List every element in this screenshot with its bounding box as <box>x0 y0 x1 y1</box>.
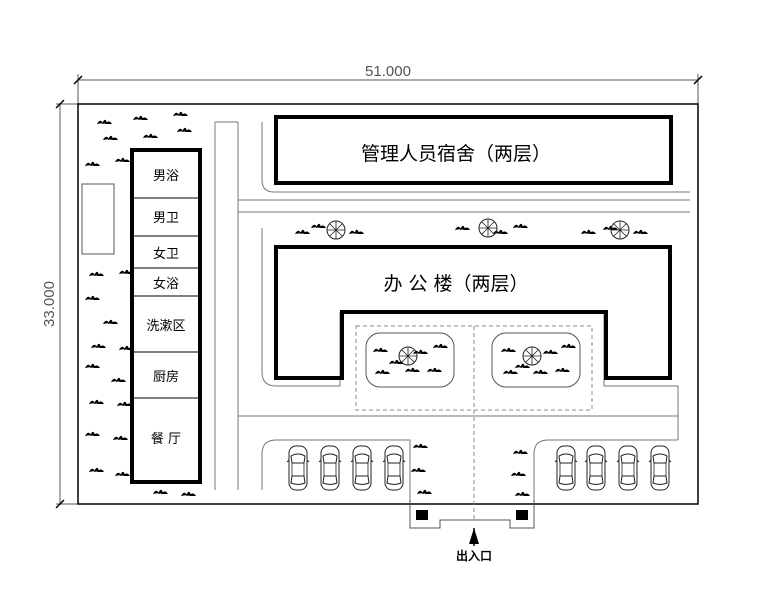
shrub-icon <box>432 340 449 349</box>
room-kitchen: 厨房 <box>153 369 179 385</box>
shrub-icon <box>410 464 427 473</box>
car-icon <box>350 445 374 491</box>
room-dining-hall: 餐 厅 <box>151 431 181 447</box>
dormitory-building: 管理人员宿舍（两层） <box>274 115 673 185</box>
height-dimension-label: 33.000 <box>41 281 58 327</box>
shrub-icon <box>84 292 101 301</box>
shrub-icon <box>416 486 433 495</box>
tree-icon <box>522 346 542 366</box>
parking-cars <box>286 445 672 491</box>
shrub-icon <box>152 486 169 495</box>
dormitory-label: 管理人员宿舍（两层） <box>361 143 551 165</box>
car-icon <box>584 445 608 491</box>
tree-icon <box>398 346 418 366</box>
shrub-icon <box>88 396 105 405</box>
shrub-icon <box>500 344 517 353</box>
entrance-arrow-icon <box>469 528 479 546</box>
shrub-icon <box>84 428 101 437</box>
room-womens-bath: 女浴 <box>153 276 179 292</box>
shrub-icon <box>112 432 129 441</box>
shrub-icon <box>310 220 327 229</box>
shrub-icon <box>412 440 429 449</box>
planter-right <box>491 332 581 388</box>
shrub-icon <box>110 374 127 383</box>
shrub-icon <box>372 344 389 353</box>
room-washroom: 洗漱区 <box>146 319 185 334</box>
shrub-icon <box>512 220 529 229</box>
shrub-icon <box>84 360 101 369</box>
shrub-icon <box>114 468 131 477</box>
shrub-icon <box>88 464 105 473</box>
shrub-icon <box>632 226 649 235</box>
shrub-icon <box>180 488 197 497</box>
shrub-icon <box>510 468 527 477</box>
car-icon <box>554 445 578 491</box>
shrub-icon <box>90 340 107 349</box>
shrub-icon <box>542 346 559 355</box>
shrub-icon <box>102 316 119 325</box>
shrub-icon <box>454 222 471 231</box>
office-building: 办 公 楼（两层） <box>274 245 672 380</box>
office-label: 办 公 楼（两层） <box>383 273 528 295</box>
room-mens-toilet: 男卫 <box>153 211 179 226</box>
shrub-icon <box>176 124 193 133</box>
shrub-icon <box>374 366 391 375</box>
room-mens-bath: 男浴 <box>153 169 179 184</box>
small-structure <box>81 183 115 255</box>
shrub-icon <box>114 154 131 163</box>
width-dimension-label: 51.000 <box>365 63 411 80</box>
shrub-icon <box>532 366 549 375</box>
shrub-icon <box>96 116 113 125</box>
gate-post-icon <box>416 510 528 520</box>
height-dimension: 33.000 <box>41 99 78 509</box>
shrub-icon <box>580 226 597 235</box>
tree-icon <box>478 218 498 238</box>
shrub-icon <box>132 112 149 121</box>
shrub-icon <box>84 158 101 167</box>
car-icon <box>286 445 310 491</box>
shrub-icon <box>512 446 529 455</box>
car-icon <box>616 445 640 491</box>
shrub-icon <box>102 132 119 141</box>
site-boundary <box>77 103 699 505</box>
room-womens-toilet: 女卫 <box>153 246 179 262</box>
shrub-icon <box>514 488 531 497</box>
tree-icon <box>610 220 630 240</box>
entrance-label: 出入口 <box>456 548 492 563</box>
shrub-icon <box>554 364 571 373</box>
shrub-icon <box>348 226 365 235</box>
shrub-icon <box>172 108 189 117</box>
width-dimension: 51.000 <box>73 63 703 104</box>
car-icon <box>318 445 342 491</box>
facilities-block: 男浴 男卫 女卫 女浴 洗漱区 厨房 餐 厅 <box>130 148 202 484</box>
planter-left <box>365 332 455 388</box>
car-icon <box>382 445 406 491</box>
shrub-icon <box>294 226 311 235</box>
shrub-icon <box>88 268 105 277</box>
shrub-icon <box>142 130 159 139</box>
car-icon <box>648 445 672 491</box>
tree-icon <box>326 220 346 240</box>
shrub-icon <box>560 340 577 349</box>
shrub-icon <box>426 364 443 373</box>
